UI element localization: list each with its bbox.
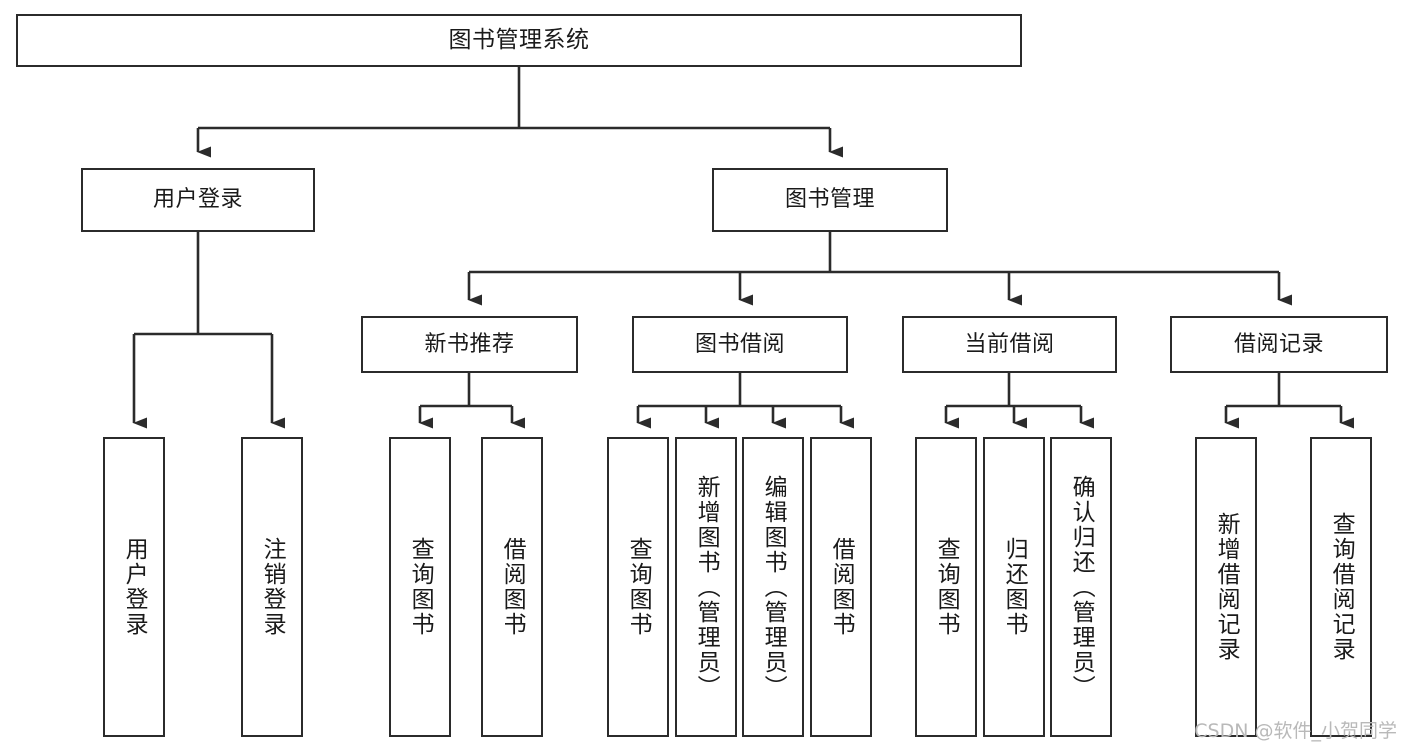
leaf-book-borrow-query[interactable]: 查询图书 (607, 437, 669, 737)
node-label: 确认归还（管理员） (1068, 474, 1095, 700)
leaf-user-login-logout[interactable]: 注销登录 (241, 437, 303, 737)
node-label: 查询图书 (933, 537, 960, 637)
node-label: 编辑图书（管理员） (760, 474, 787, 700)
node-label: 借阅记录 (1233, 331, 1324, 357)
node-label: 用户登录 (152, 187, 243, 213)
node-label: 查询图书 (625, 537, 652, 637)
leaf-new-book-borrow[interactable]: 借阅图书 (481, 437, 543, 737)
leaf-borrow-record-add[interactable]: 新增借阅记录 (1195, 437, 1257, 737)
node-label: 注销登录 (259, 537, 286, 637)
node-label: 图书管理 (784, 187, 875, 213)
node-label: 查询图书 (407, 537, 434, 637)
leaf-current-borrow-confirm-admin[interactable]: 确认归还（管理员） (1050, 437, 1112, 737)
leaf-current-borrow-query[interactable]: 查询图书 (915, 437, 977, 737)
node-current-borrow[interactable]: 当前借阅 (902, 316, 1117, 373)
leaf-user-login-login[interactable]: 用户登录 (103, 437, 165, 737)
node-root-book-management-system[interactable]: 图书管理系统 (16, 14, 1022, 67)
node-label: 新增借阅记录 (1213, 512, 1240, 662)
node-label: 当前借阅 (964, 331, 1055, 357)
node-user-login[interactable]: 用户登录 (81, 168, 315, 232)
node-label: 用户登录 (121, 537, 148, 637)
leaf-current-borrow-return[interactable]: 归还图书 (983, 437, 1045, 737)
node-label: 新书推荐 (424, 331, 515, 357)
node-book-management[interactable]: 图书管理 (712, 168, 948, 232)
node-borrow-record[interactable]: 借阅记录 (1170, 316, 1388, 373)
node-label: 新增图书（管理员） (693, 474, 720, 700)
node-new-book-recommend[interactable]: 新书推荐 (361, 316, 578, 373)
leaf-book-borrow-edit-admin[interactable]: 编辑图书（管理员） (742, 437, 804, 737)
node-label: 查询借阅记录 (1328, 512, 1355, 662)
leaf-book-borrow-add-admin[interactable]: 新增图书（管理员） (675, 437, 737, 737)
node-label: 借阅图书 (828, 537, 855, 637)
leaf-new-book-query[interactable]: 查询图书 (389, 437, 451, 737)
node-label: 图书借阅 (694, 331, 785, 357)
node-label: 借阅图书 (499, 537, 526, 637)
node-label: 图书管理系统 (448, 26, 590, 53)
leaf-book-borrow-borrow[interactable]: 借阅图书 (810, 437, 872, 737)
node-book-borrow[interactable]: 图书借阅 (632, 316, 848, 373)
leaf-borrow-record-query[interactable]: 查询借阅记录 (1310, 437, 1372, 737)
node-label: 归还图书 (1001, 537, 1028, 637)
